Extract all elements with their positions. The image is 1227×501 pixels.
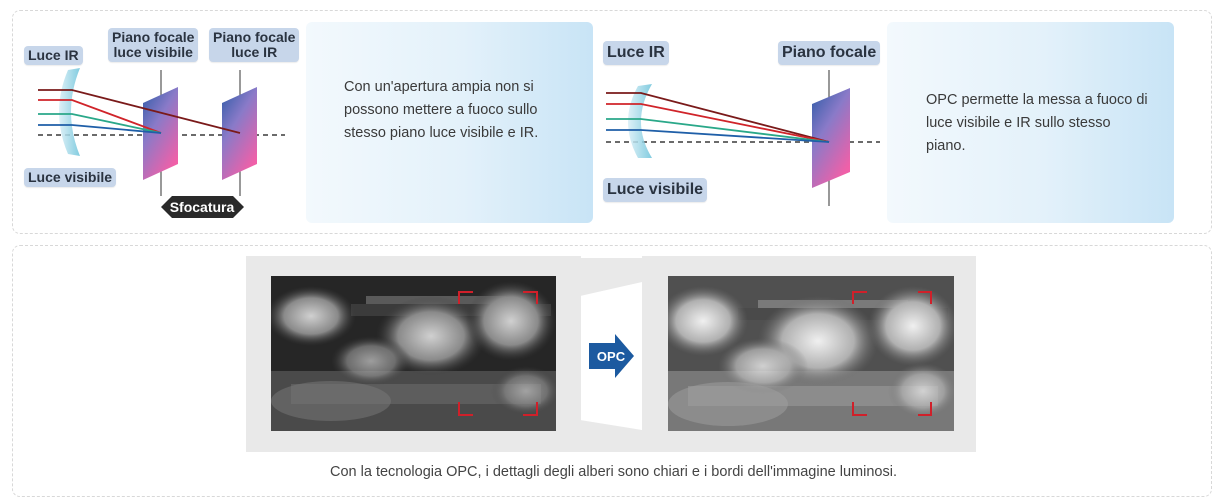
focal-ir-tag: Piano focale luce IR (209, 28, 300, 62)
left-description: Con un'apertura ampia non si possono met… (344, 79, 539, 141)
before-image (271, 276, 556, 431)
red-ray (38, 99, 162, 134)
blur-label: Sfocatura (170, 199, 235, 215)
blue-ray (38, 124, 162, 134)
opc-arrow-label: OPC (597, 349, 626, 364)
ir-ray (38, 89, 241, 134)
left-description-box: Con un'apertura ampia non si possono met… (306, 22, 593, 223)
right-blue-ray (606, 129, 830, 143)
right-lens-shape (628, 84, 652, 158)
right-red-ray (606, 103, 830, 143)
comparison-caption: Con la tecnologia OPC, i dettagli degli … (330, 464, 897, 480)
blur-arrow (161, 196, 244, 218)
left-visible-tag: Luce visibile (24, 168, 117, 187)
right-optics-diagram (606, 70, 880, 206)
right-visible-tag: Luce visibile (603, 178, 708, 202)
left-optics-diagram: Sfocatura (38, 68, 285, 218)
left-ir-tag: Luce IR (24, 46, 83, 65)
right-description: OPC permette la messa a fuoco di luce vi… (926, 92, 1148, 154)
right-ir-ray (606, 92, 830, 143)
after-image (668, 276, 954, 431)
green-ray (38, 113, 162, 134)
focal-visible-tag: Piano focale luce visibile (108, 28, 199, 62)
right-green-ray (606, 118, 830, 143)
right-description-box: OPC permette la messa a fuoco di luce vi… (887, 22, 1174, 223)
focal-plane-tag: Piano focale (778, 41, 881, 65)
right-ir-tag: Luce IR (603, 41, 669, 65)
common-focal-plane (812, 88, 850, 188)
